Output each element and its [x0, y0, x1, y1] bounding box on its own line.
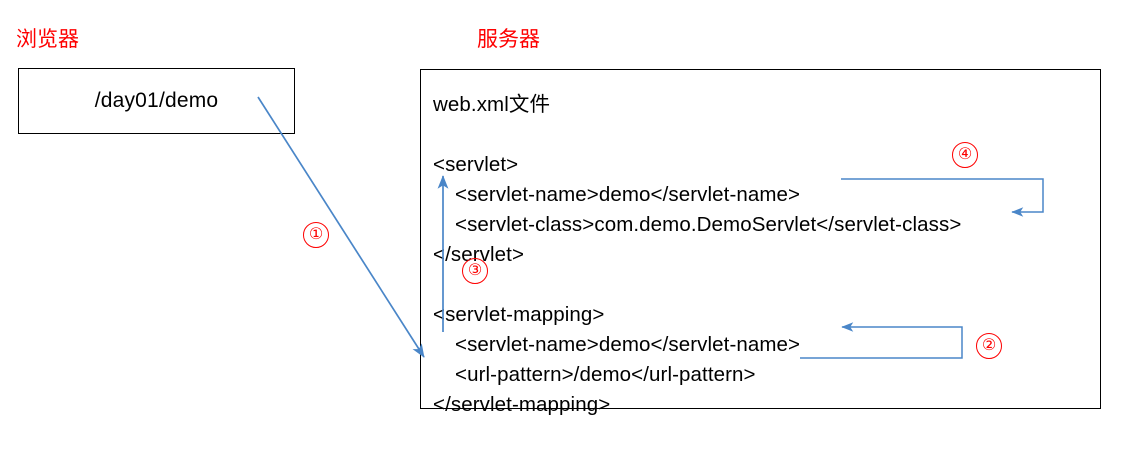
step-marker-1: ① [303, 222, 329, 248]
webxml-code-block: web.xml文件 <servlet> <servlet-name>demo</… [433, 75, 1096, 415]
arrow-request-to-url-pattern [257, 96, 425, 358]
step-marker-2: ② [976, 333, 1002, 359]
xml-line-servlet-open: <servlet> [433, 153, 519, 176]
xml-line-servlet-close: </servlet> [433, 243, 525, 266]
xml-line-servlet-mapping-close: </servlet-mapping> [433, 393, 611, 416]
xml-line-servlet-name: <servlet-name>demo</servlet-name> [455, 183, 801, 206]
step-marker-4: ④ [952, 142, 978, 168]
server-webxml-box: web.xml文件 <servlet> <servlet-name>demo</… [420, 69, 1101, 415]
browser-section-title: 浏览器 [16, 28, 79, 51]
xml-line-servlet-mapping-open: <servlet-mapping> [433, 303, 605, 326]
step-marker-3: ③ [462, 258, 488, 284]
xml-line-mapping-servlet-name: <servlet-name>demo</servlet-name> [455, 333, 801, 356]
xml-line-file-label: web.xml文件 [433, 93, 551, 116]
xml-line-servlet-class: <servlet-class>com.demo.DemoServlet</ser… [455, 213, 962, 236]
browser-address-box: /day01/demo [18, 68, 295, 134]
server-section-title: 服务器 [477, 28, 540, 51]
browser-url-text: /day01/demo [94, 89, 219, 112]
xml-line-url-pattern: <url-pattern>/demo</url-pattern> [455, 363, 756, 386]
